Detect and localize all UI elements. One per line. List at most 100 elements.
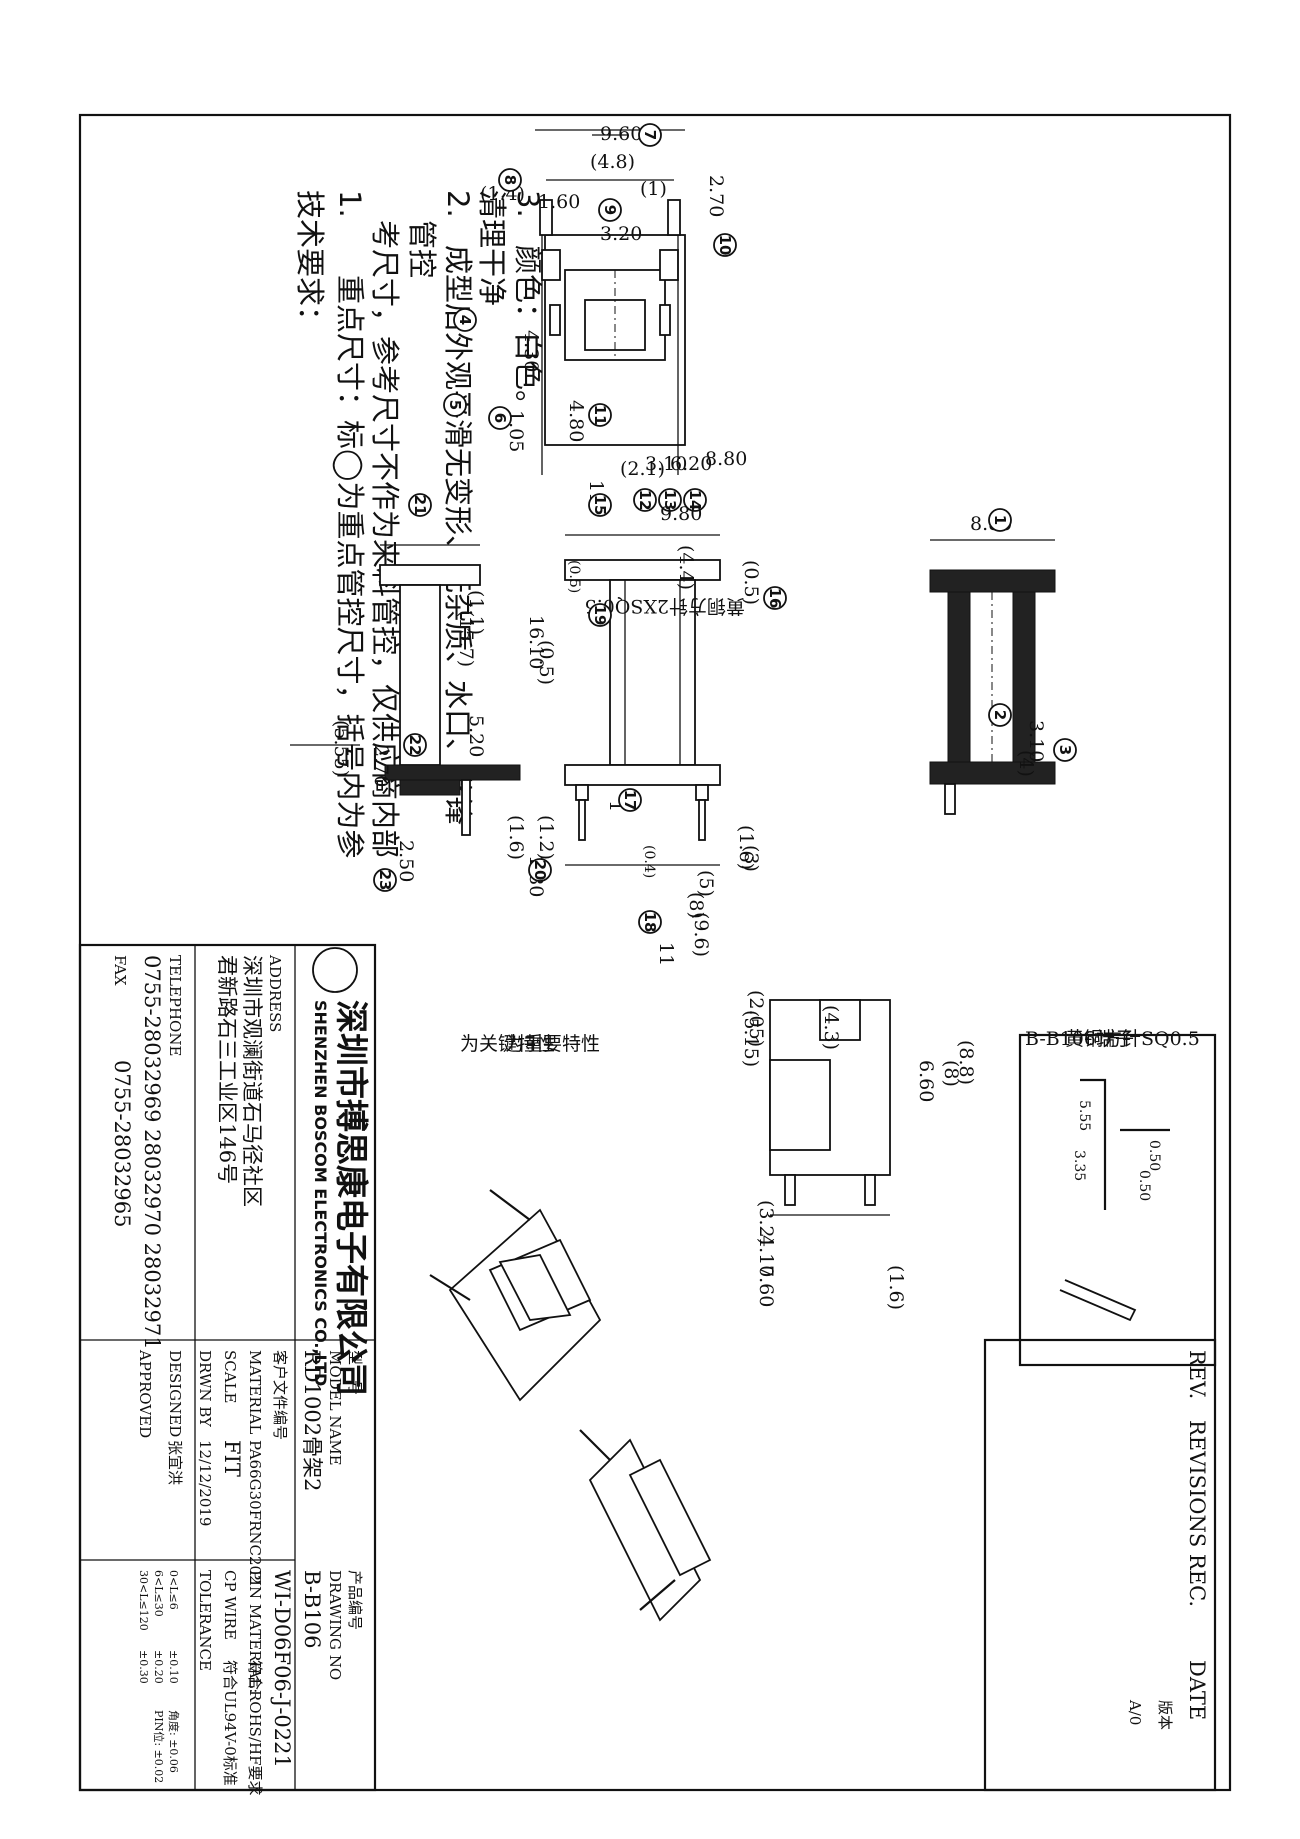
svg-text:14: 14 <box>686 490 704 511</box>
pin-material-label: PIN MATERIAL: <box>246 1570 264 1693</box>
company-logo <box>312 947 358 993</box>
side-view: 8 (1.1) (15.7) 16.10 (5.55) 2.70 2.50 1.… <box>290 493 612 897</box>
dim-4-80: 4.80 <box>565 400 587 442</box>
cp-wire-value: 符合UL94V-0标准 <box>221 1660 239 1786</box>
date-label: DATE <box>1185 1660 1209 1720</box>
note-2-line-2: 清理干净 <box>475 190 509 306</box>
drawing-number: B-B106 <box>300 1570 324 1648</box>
marker-13: 13 <box>658 488 682 512</box>
drwn-value: 12/12/2019 <box>196 1440 214 1526</box>
company-name-en: SHENZHEN BOSCOM ELECTRONICS CO.,LTD <box>311 1000 330 1386</box>
dim-5: (5) <box>695 870 717 897</box>
dim-5-15: (5.15) <box>740 1010 762 1067</box>
dim-4-8: (4.8) <box>590 151 635 173</box>
scale-value: FIT <box>220 1440 244 1477</box>
svg-text:16: 16 <box>766 588 784 609</box>
section-pin <box>944 783 956 815</box>
isometric-view-2 <box>579 1429 712 1622</box>
tol-value-3: ±0.30 <box>137 1650 150 1684</box>
note-1-number: 1. <box>333 190 367 218</box>
dim-8-80: 8.80 <box>705 448 747 470</box>
dim-16-10: 16.10 <box>525 615 547 669</box>
approved-label: APPROVED <box>136 1349 154 1438</box>
notes-heading: 技术要求： <box>293 190 327 335</box>
svg-text:17: 17 <box>621 790 639 811</box>
dim-2-70: 2.70 <box>370 745 392 787</box>
svg-text:6: 6 <box>491 413 509 423</box>
marker-1: 1 <box>988 508 1012 532</box>
bottom-view: (4.3) (2.05) (5.15) 6.60 (8) (8.8) (3.2)… <box>740 990 977 1310</box>
svg-text:19: 19 <box>591 605 609 626</box>
dim-4-10: 4.10 <box>755 1235 777 1277</box>
dim-1-6-a: (1.6) <box>735 825 757 870</box>
svg-text:22: 22 <box>406 735 424 756</box>
svg-text:15: 15 <box>591 495 609 516</box>
svg-text:5: 5 <box>446 400 464 410</box>
dim-2-05: (2.05) <box>745 990 767 1047</box>
note-2-line-1: 成型后外观平滑无变形、无杂质、水口、批锋 <box>441 245 475 825</box>
dim-9-80: 9.80 <box>660 503 702 525</box>
svg-text:2: 2 <box>991 710 1009 720</box>
dim-3-2: (3.2) <box>755 1200 777 1245</box>
terminal-dim-5-55: 5.55 <box>1076 1100 1092 1131</box>
technical-notes: 技术要求： 1. 重点尺寸：标◯为重点管控尺寸，括号内为参 考尺寸，参考尺寸不作… <box>293 190 545 858</box>
dim-4-4: (4.4) <box>675 545 697 590</box>
company-name-cn: 深圳市搏思康电子有限公司 <box>332 1000 371 1396</box>
marker-19: 19 <box>588 603 612 627</box>
section-view: 8.80 3.10 (4) 1 2 3 <box>929 508 1077 815</box>
address-label: ADDRESS <box>266 954 284 1032</box>
fax-label: FAX <box>111 955 129 986</box>
marker-23: 23 <box>373 868 397 892</box>
dim-1-1: (1.1) <box>465 590 487 635</box>
tol-range-1: 0<L≤6 <box>167 1570 180 1610</box>
dim-1-6: (1.6) <box>885 1265 907 1310</box>
dim-0-4: (0.4) <box>641 845 657 878</box>
top-view-pin <box>667 199 681 236</box>
dim-1-60: 1.60 <box>538 191 580 213</box>
revision-border <box>983 1338 1217 1792</box>
pin-material-value: 符合ROHS/HF要求 <box>246 1660 264 1796</box>
tol-angle: 角度: ±0.06 <box>167 1710 181 1773</box>
marker-2: 2 <box>988 703 1012 727</box>
terminal-title-2: 黄铜方针SQ0.5 <box>1065 1028 1200 1050</box>
marker-14: 14 <box>683 488 707 512</box>
dim-1-2: (1.2) <box>535 815 557 860</box>
marker-16: 16 <box>763 586 787 610</box>
bottom-view-pin <box>864 1174 876 1206</box>
title-block-border <box>78 943 377 1792</box>
title-block: 深圳市搏思康电子有限公司 SHENZHEN BOSCOM ELECTRONICS… <box>78 943 377 1796</box>
designed-value: 张宜洪 <box>166 1440 184 1485</box>
dim-8-8: (8.8) <box>955 1040 977 1085</box>
bottom-view-pin <box>784 1174 796 1206</box>
dim-8: (8) <box>685 892 707 919</box>
telephone-label: TELEPHONE <box>166 955 184 1056</box>
marker-15: 15 <box>588 493 612 517</box>
front-view-pin <box>698 799 706 841</box>
version-value: A/0 <box>1126 1699 1144 1725</box>
dim-1-6-b: (1.6) <box>505 815 527 860</box>
cp-wire-label: CP WIRE <box>221 1570 239 1640</box>
dim-5-55: (5.55) <box>330 720 352 777</box>
pin-note: 黄铜方针2XSQ0.5 <box>585 595 745 617</box>
marker-8: 8 <box>498 168 522 192</box>
dim-2-50: 2.50 <box>395 840 417 882</box>
dim-6-60: 6.60 <box>915 1060 937 1102</box>
address-line-2: 君新路石三工业区146号 <box>215 955 239 1184</box>
dim-7-60: 7.60 <box>755 1265 777 1307</box>
marker-21: 21 <box>408 493 432 517</box>
marker-9: 9 <box>598 198 622 222</box>
dim-0-5-a: (0.5) <box>740 560 762 605</box>
marker-22: 22 <box>403 733 427 757</box>
dim-3-20: 3.20 <box>600 223 642 245</box>
svg-text:3: 3 <box>1056 745 1074 755</box>
terminal-box-border <box>1018 1033 1217 1367</box>
svg-text:4: 4 <box>456 315 474 325</box>
section-top-flange <box>929 569 1056 593</box>
svg-text:11: 11 <box>591 405 609 426</box>
marker-4: 4 <box>453 308 477 332</box>
address-line-1: 深圳市观澜街道石马径社区 <box>240 955 264 1207</box>
dim-0-5-b: (0.5) <box>566 560 582 593</box>
marker-17: 17 <box>618 788 642 812</box>
dim-8: (8) <box>940 1060 962 1087</box>
